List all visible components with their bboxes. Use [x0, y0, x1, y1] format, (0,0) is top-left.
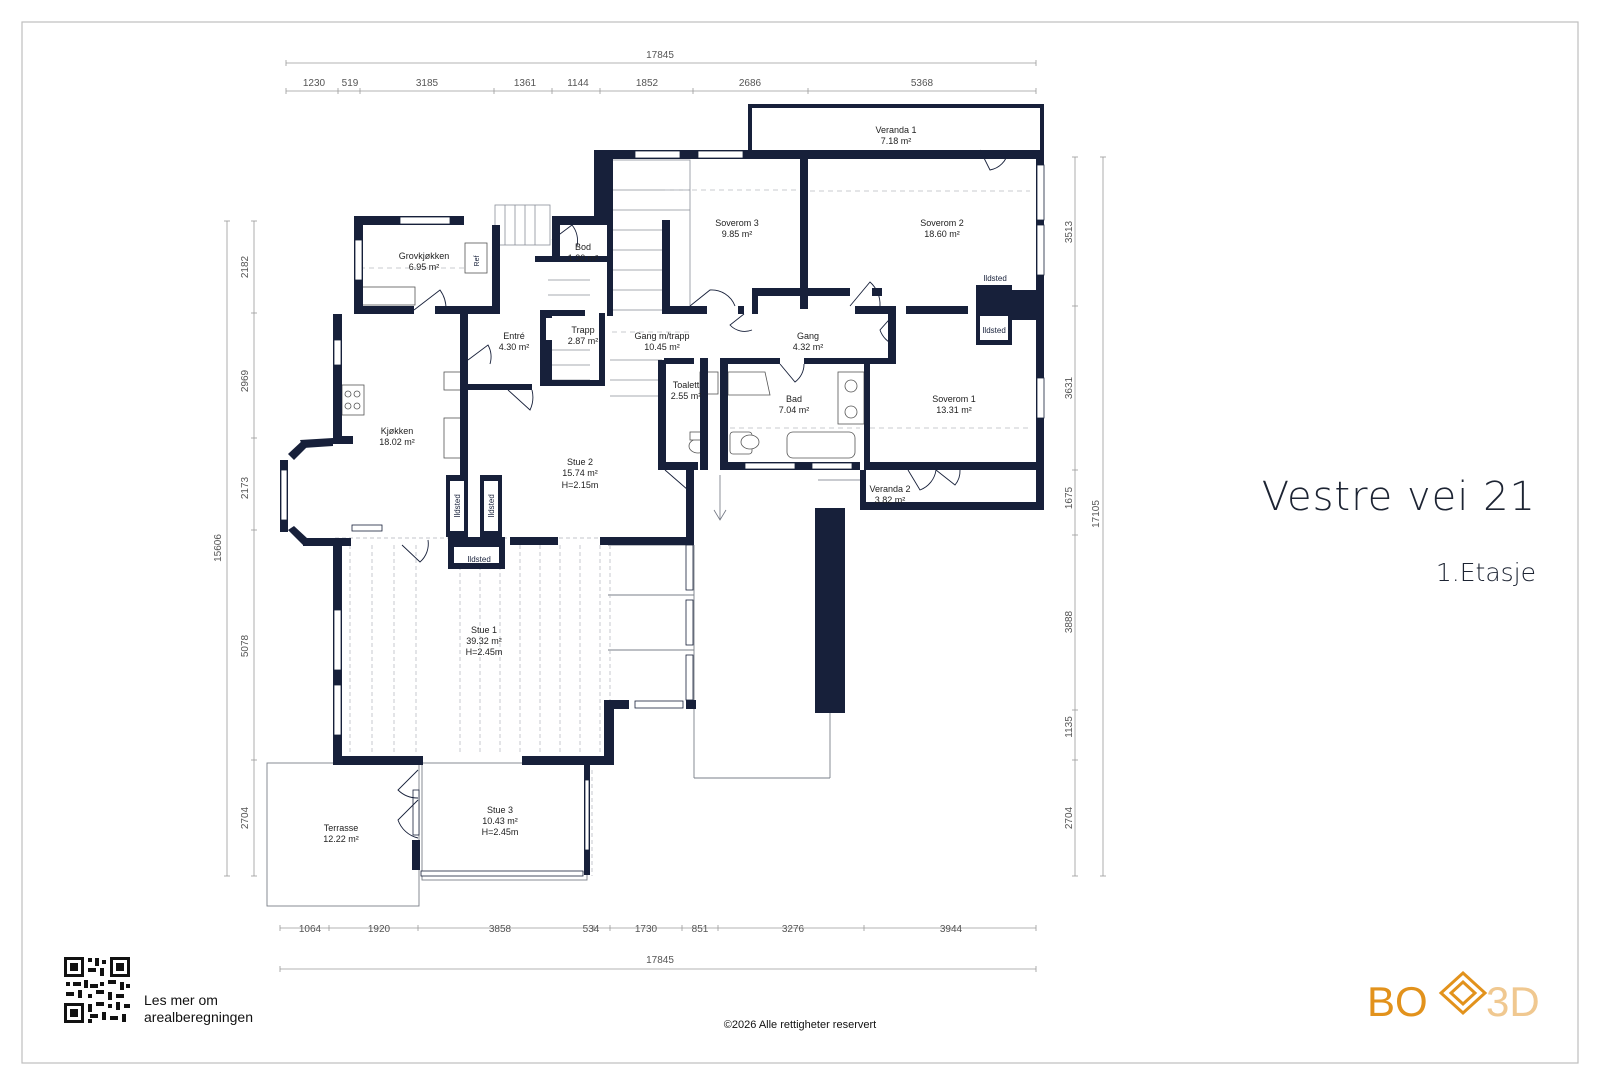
dim-bottom-3: 3858: [489, 924, 512, 935]
room-stue-1-area: 39.32 m²: [466, 636, 502, 646]
qr-code[interactable]: [64, 957, 130, 1023]
dim-top-6: 1852: [636, 78, 659, 89]
dim-bottom-7: 3276: [782, 924, 805, 935]
floor-label: 1.Etasje: [1435, 558, 1536, 587]
room-stue-3-height: H=2.45m: [482, 827, 519, 837]
dim-bottom-5: 1730: [635, 924, 658, 935]
room-kjokken-area: 18.02 m²: [379, 437, 415, 447]
dim-top-2: 519: [342, 78, 359, 89]
fridge-label: Ref: [474, 256, 481, 267]
dim-left-3: 2173: [240, 476, 251, 499]
dim-top-5: 1144: [567, 78, 589, 89]
ildsted-label: Ildsted: [453, 494, 462, 518]
room-stue-2-height: H=2.15m: [562, 480, 599, 490]
room-soverom-2-name: Soverom 2: [920, 218, 964, 228]
dim-right-3: 1675: [1064, 486, 1075, 509]
room-stue-1-height: H=2.45m: [466, 647, 503, 657]
dim-left-total: 15606: [213, 534, 224, 562]
room-labels: Veranda 1 7.18 m² Soverom 3 9.85 m² Sove…: [323, 125, 976, 844]
room-veranda-1-area: 7.18 m²: [881, 136, 912, 146]
room-bod-name: Bod: [575, 242, 591, 252]
dim-bottom-6: 851: [692, 924, 709, 935]
dim-right-total: 17105: [1091, 500, 1102, 528]
dim-right-6: 2704: [1064, 806, 1075, 829]
room-stue-1-name: Stue 1: [471, 625, 497, 635]
dim-right-5: 1135: [1064, 716, 1075, 738]
dim-right-1: 3513: [1064, 220, 1075, 243]
dim-bottom-8: 3944: [940, 924, 963, 935]
room-toalett-area: 2.55 m²: [671, 391, 702, 401]
room-soverom-3-name: Soverom 3: [715, 218, 759, 228]
room-entre-area: 4.30 m²: [499, 342, 530, 352]
dim-top-3: 3185: [416, 78, 439, 89]
room-bad-name: Bad: [786, 394, 802, 404]
logo-diamond-icon: [1438, 970, 1488, 1016]
dimension-values: 17845 1230 519 3185 1361 1144 1852 2686 …: [213, 50, 1102, 966]
room-trapp-name: Trapp: [571, 325, 594, 335]
room-stue-3-area: 10.43 m²: [482, 816, 518, 826]
room-bod-area: 1.30 m²: [568, 253, 599, 263]
bo3d-logo: BO 3D: [1367, 970, 1540, 1025]
room-terrasse-name: Terrasse: [324, 823, 359, 833]
logo-3d: 3D: [1486, 978, 1540, 1025]
ildsted-label: Ildsted: [982, 326, 1006, 335]
property-title: Vestre vei 21: [1261, 474, 1536, 520]
dim-bottom-1: 1064: [299, 924, 322, 935]
dim-bottom-total: 17845: [646, 955, 674, 966]
light-outlines: [266, 159, 1030, 907]
dim-bottom-4: 534: [583, 924, 600, 935]
windows: [280, 150, 1045, 877]
room-veranda-2-name: Veranda 2: [869, 484, 910, 494]
room-soverom-3-area: 9.85 m²: [722, 229, 753, 239]
dim-right-2: 3631: [1064, 376, 1075, 399]
ildsted-labels: Ildsted Ildsted Ildsted Ildsted Ildsted …: [453, 256, 1007, 564]
dim-left-4: 5078: [240, 634, 251, 657]
room-soverom-2-area: 18.60 m²: [924, 229, 960, 239]
ildsted-boxes: [450, 316, 1008, 563]
room-soverom-1-area: 13.31 m²: [936, 405, 972, 415]
room-stue-2-area: 15.74 m²: [562, 468, 598, 478]
room-veranda-2-area: 3.82 m²: [875, 495, 906, 505]
room-gang-name: Gang: [797, 331, 819, 341]
arrows: [713, 475, 860, 521]
ildsted-label: Ildsted: [983, 274, 1007, 283]
room-toalett-name: Toalett: [673, 380, 700, 390]
room-gang-m-trapp-name: Gang m/trapp: [634, 331, 689, 341]
logo-bo: BO: [1367, 978, 1428, 1025]
dim-top-4: 1361: [514, 78, 537, 89]
dim-bottom-2: 1920: [368, 924, 391, 935]
room-veranda-1-name: Veranda 1: [875, 125, 916, 135]
room-kjokken-name: Kjøkken: [381, 426, 414, 436]
dim-left-1: 2182: [240, 255, 251, 278]
qr-caption: Les mer om arealberegningen: [144, 992, 253, 1025]
room-gang-m-trapp-area: 10.45 m²: [644, 342, 680, 352]
room-gang-area: 4.32 m²: [793, 342, 824, 352]
room-terrasse-area: 12.22 m²: [323, 834, 359, 844]
dim-left-5: 2704: [240, 806, 251, 829]
dim-top-7: 2686: [739, 78, 762, 89]
room-stue-2-name: Stue 2: [567, 457, 593, 467]
room-soverom-1-name: Soverom 1: [932, 394, 976, 404]
dim-left-2: 2969: [240, 369, 251, 392]
room-bad-area: 7.04 m²: [779, 405, 810, 415]
ildsted-label: Ildsted: [487, 494, 496, 518]
dim-right-4: 3888: [1064, 610, 1075, 633]
room-trapp-area: 2.87 m²: [568, 336, 599, 346]
copyright-notice: ©2026 Alle rettigheter reservert: [723, 1019, 877, 1031]
fixtures: [341, 242, 865, 459]
door-swings: [397, 149, 1009, 839]
dim-top-8: 5368: [911, 78, 934, 89]
dim-top-1: 1230: [303, 78, 326, 89]
room-grovkjokken-area: 6.95 m²: [409, 262, 440, 272]
dimension-lines: [226, 62, 1104, 970]
room-stue-3-name: Stue 3: [487, 805, 513, 815]
dim-top-total: 17845: [646, 50, 674, 61]
room-entre-name: Entré: [503, 331, 525, 341]
room-grovkjokken-name: Grovkjøkken: [399, 251, 450, 261]
ildsted-label: Ildsted: [467, 555, 491, 564]
